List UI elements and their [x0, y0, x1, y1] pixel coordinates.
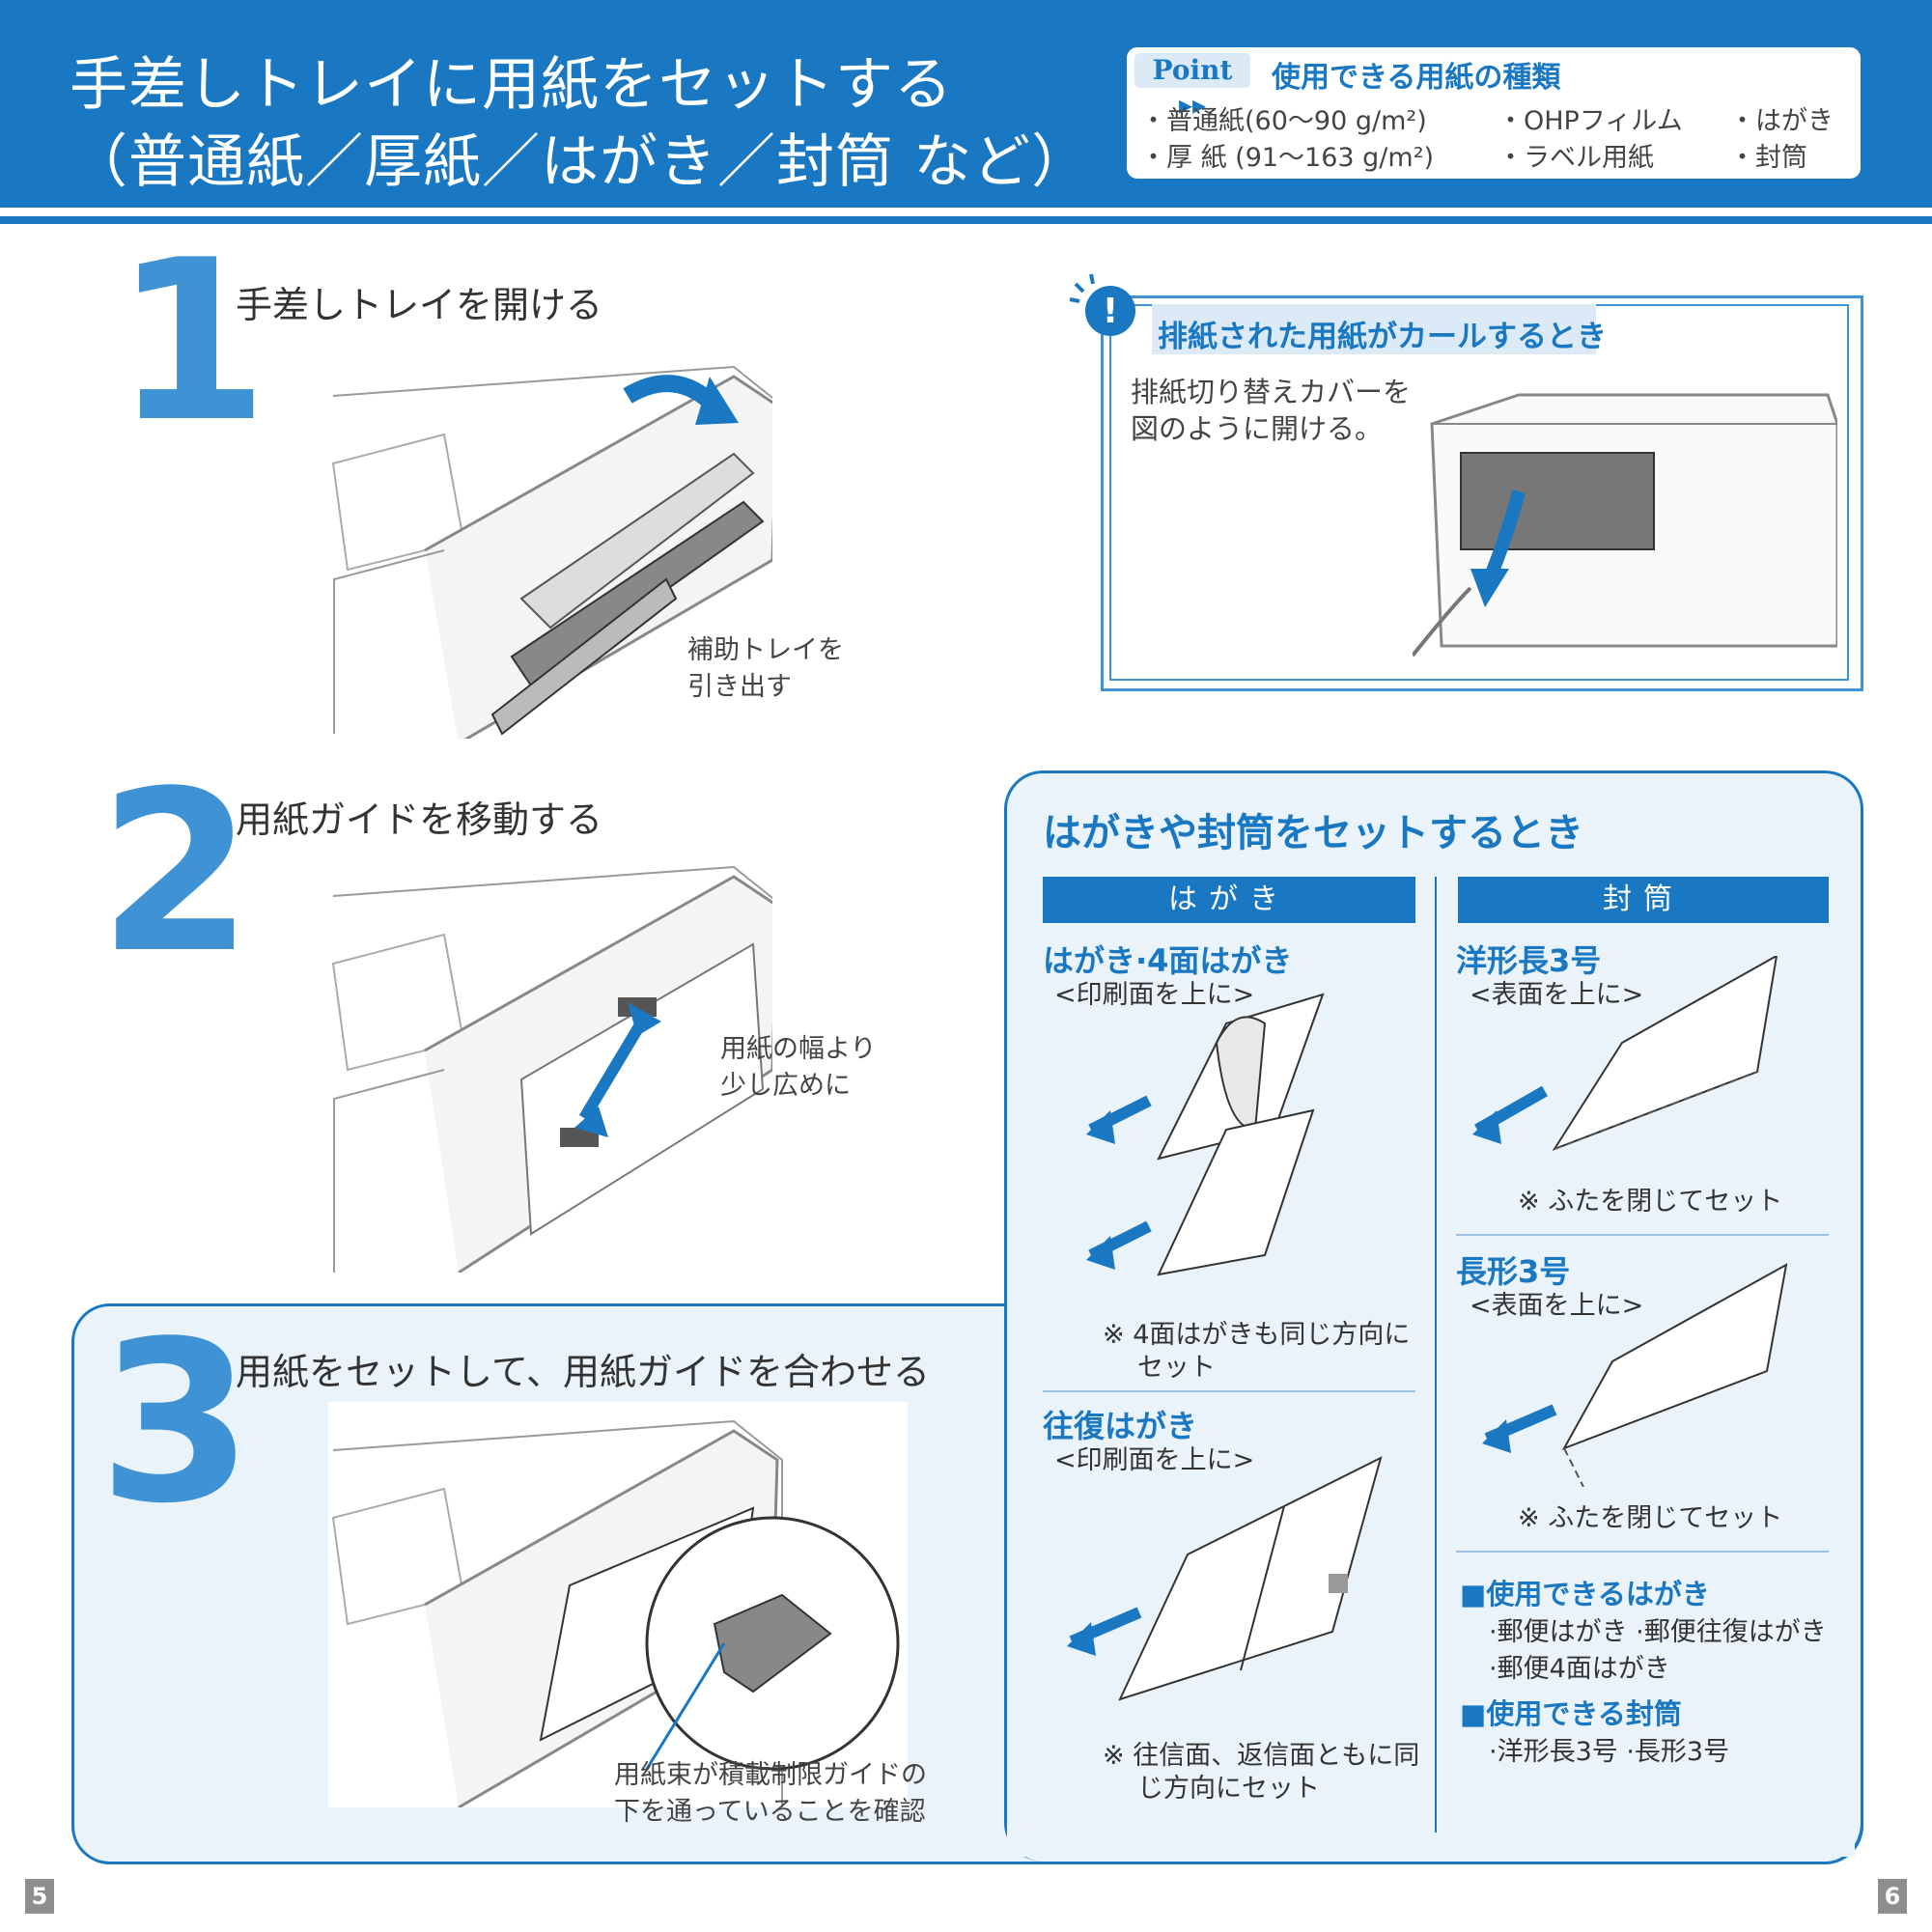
paper-type-postcard: ・はがき — [1729, 106, 1834, 136]
postcard-type1-title: はがき·4面はがき — [1043, 942, 1293, 979]
point-title: 使用できる用紙の種類 — [1272, 61, 1561, 95]
column-divider — [1435, 877, 1437, 1833]
step2-caption: 用紙の幅より 少し広めに — [720, 1034, 877, 1101]
step1-number: 1 — [114, 213, 269, 471]
header-rule — [0, 216, 1932, 224]
curl-tip-body: 排紙切り替えカバーを 図のように開ける。 — [1131, 376, 1412, 445]
postcard-type2-sub: <印刷面を上に> — [1054, 1445, 1255, 1475]
curl-tip-title: 排紙された用紙がカールするとき — [1158, 320, 1607, 354]
page-number-left: 5 — [25, 1879, 54, 1914]
step1-printer-illustration — [331, 365, 772, 739]
env-type2-title: 長形3号 — [1456, 1253, 1571, 1290]
usable-postcards-title: ■使用できるはがき — [1460, 1578, 1710, 1610]
printer-rear-illustration — [1413, 393, 1837, 658]
step2-text: 用紙ガイドを移動する — [236, 798, 603, 841]
postcard-type1-sub: <印刷面を上に> — [1054, 980, 1255, 1010]
env-type1-title: 洋形長3号 — [1456, 942, 1602, 979]
postcard-panel-title: はがきや封筒をセットするとき — [1043, 811, 1583, 855]
page-number-right: 6 — [1878, 1879, 1907, 1914]
title-line2: （普通紙／厚紙／はがき／封筒 など） — [70, 128, 1091, 196]
postcard-note2: ※ 往信面、返信面ともに同 じ方向にセット — [1103, 1741, 1420, 1804]
paper-type-envelope: ・封筒 — [1729, 143, 1807, 173]
step1-caption: 補助トレイを 引き出す — [687, 635, 844, 702]
env-note1: ※ ふたを閉じてセット — [1518, 1187, 1783, 1217]
step3-printer-illustration — [328, 1402, 908, 1807]
step2-printer-illustration — [331, 865, 772, 1273]
page-title: 手差しトレイに用紙をセットする （普通紙／厚紙／はがき／封筒 など） — [70, 46, 1090, 201]
point-box: Point ▸▸ 使用できる用紙の種類 ・普通紙(60〜90 g/m²) ・OH… — [1124, 44, 1863, 182]
paper-type-plain: ・普通紙(60〜90 g/m²) — [1140, 106, 1427, 136]
paper-type-thick: ・厚 紙 (91〜163 g/m²) — [1140, 143, 1435, 173]
envelope1-illustration — [1472, 956, 1778, 1152]
step3-caption: 用紙束が積載制限ガイドの 下を通っていることを確認 — [614, 1760, 927, 1827]
step3-number: 3 — [98, 1295, 254, 1553]
return-postcard-illustration — [1067, 1456, 1383, 1701]
env-type1-sub: <表面を上に> — [1470, 980, 1644, 1010]
paper-type-ohp: ・OHPフィルム — [1498, 106, 1683, 136]
step1-text: 手差しトレイを開ける — [236, 284, 603, 326]
postcard-note1: ※ 4面はがきも同じ方向に セット — [1103, 1320, 1411, 1383]
step3-text: 用紙をセットして、用紙ガイドを合わせる — [236, 1351, 930, 1393]
postcard-illustration — [1086, 993, 1325, 1276]
point-badge: Point ▸▸ — [1134, 53, 1250, 121]
postcard-header: はがき — [1043, 877, 1415, 923]
env-type2-sub: <表面を上に> — [1470, 1291, 1644, 1321]
curl-tip-box: 排紙された用紙がカールするとき 排紙切り替えカバーを 図のように開ける。 — [1101, 295, 1863, 691]
usable-postcards-1: ·郵便はがき ·郵便往復はがき — [1489, 1617, 1827, 1647]
usable-postcards-2: ·郵便4面はがき — [1489, 1654, 1670, 1684]
exclamation-icon: ! — [1069, 273, 1135, 336]
envelope2-illustration — [1482, 1263, 1788, 1487]
postcard-type2-title: 往復はがき — [1043, 1408, 1198, 1444]
paper-type-label: ・ラベル用紙 — [1498, 143, 1654, 173]
title-line1: 手差しトレイに用紙をセットする — [70, 51, 953, 119]
usable-envelopes-title: ■使用できる封筒 — [1460, 1697, 1682, 1730]
usable-envelopes-1: ·洋形長3号 ·長形3号 — [1489, 1737, 1730, 1767]
env-note2: ※ ふたを閉じてセット — [1518, 1503, 1783, 1533]
step2-number: 2 — [98, 744, 254, 1002]
svg-text:!: ! — [1103, 292, 1118, 331]
envelope-header: 封筒 — [1458, 877, 1829, 923]
